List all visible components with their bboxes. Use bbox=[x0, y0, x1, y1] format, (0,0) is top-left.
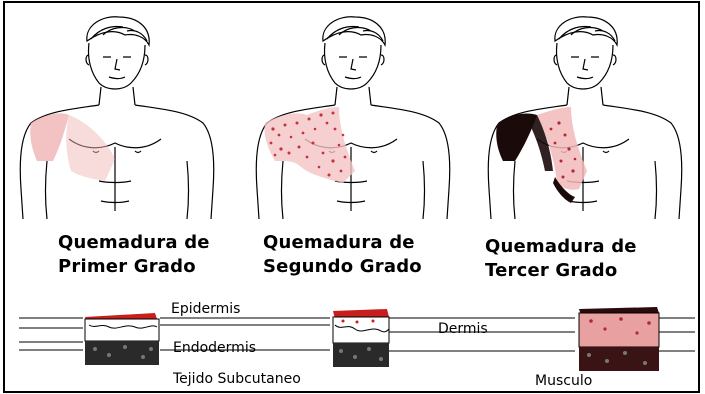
figure-third-degree bbox=[487, 16, 683, 220]
skin-block-second-degree bbox=[332, 309, 390, 367]
label-epidermis: Epidermis bbox=[171, 301, 241, 317]
caption-line-2: Segundo Grado bbox=[263, 256, 422, 277]
figure-first-degree bbox=[19, 16, 215, 220]
skin-block-first-degree bbox=[84, 313, 160, 365]
burn-area-first-degree bbox=[30, 113, 115, 181]
torso-outline bbox=[255, 16, 451, 220]
caption-line-1: Quemadura de bbox=[263, 232, 415, 253]
burn-area-third-degree bbox=[496, 107, 587, 203]
caption-line-2: Primer Grado bbox=[58, 256, 196, 277]
torso-outline bbox=[19, 16, 215, 220]
caption-second-degree: Quemadura de Segundo Grado bbox=[263, 231, 422, 279]
label-muscle: Musculo bbox=[535, 373, 593, 389]
skin-layers-diagram bbox=[19, 307, 695, 371]
burn-area-second-degree bbox=[264, 107, 355, 183]
figure-second-degree bbox=[255, 16, 451, 220]
caption-third-degree: Quemadura de Tercer Grado bbox=[485, 235, 637, 283]
skin-block-third-degree bbox=[578, 307, 660, 371]
caption-first-degree: Quemadura de Primer Grado bbox=[58, 231, 210, 279]
label-dermis: Dermis bbox=[438, 321, 488, 337]
caption-line-2: Tercer Grado bbox=[485, 260, 618, 281]
diagram-frame: Quemadura de Primer Grado Quemadura de S… bbox=[3, 1, 700, 393]
layer-guide-lines bbox=[19, 317, 695, 352]
label-endodermis: Endodermis bbox=[173, 340, 257, 356]
caption-line-1: Quemadura de bbox=[58, 232, 210, 253]
label-subcutaneous: Tejido Subcutaneo bbox=[173, 371, 301, 387]
caption-line-1: Quemadura de bbox=[485, 236, 637, 257]
